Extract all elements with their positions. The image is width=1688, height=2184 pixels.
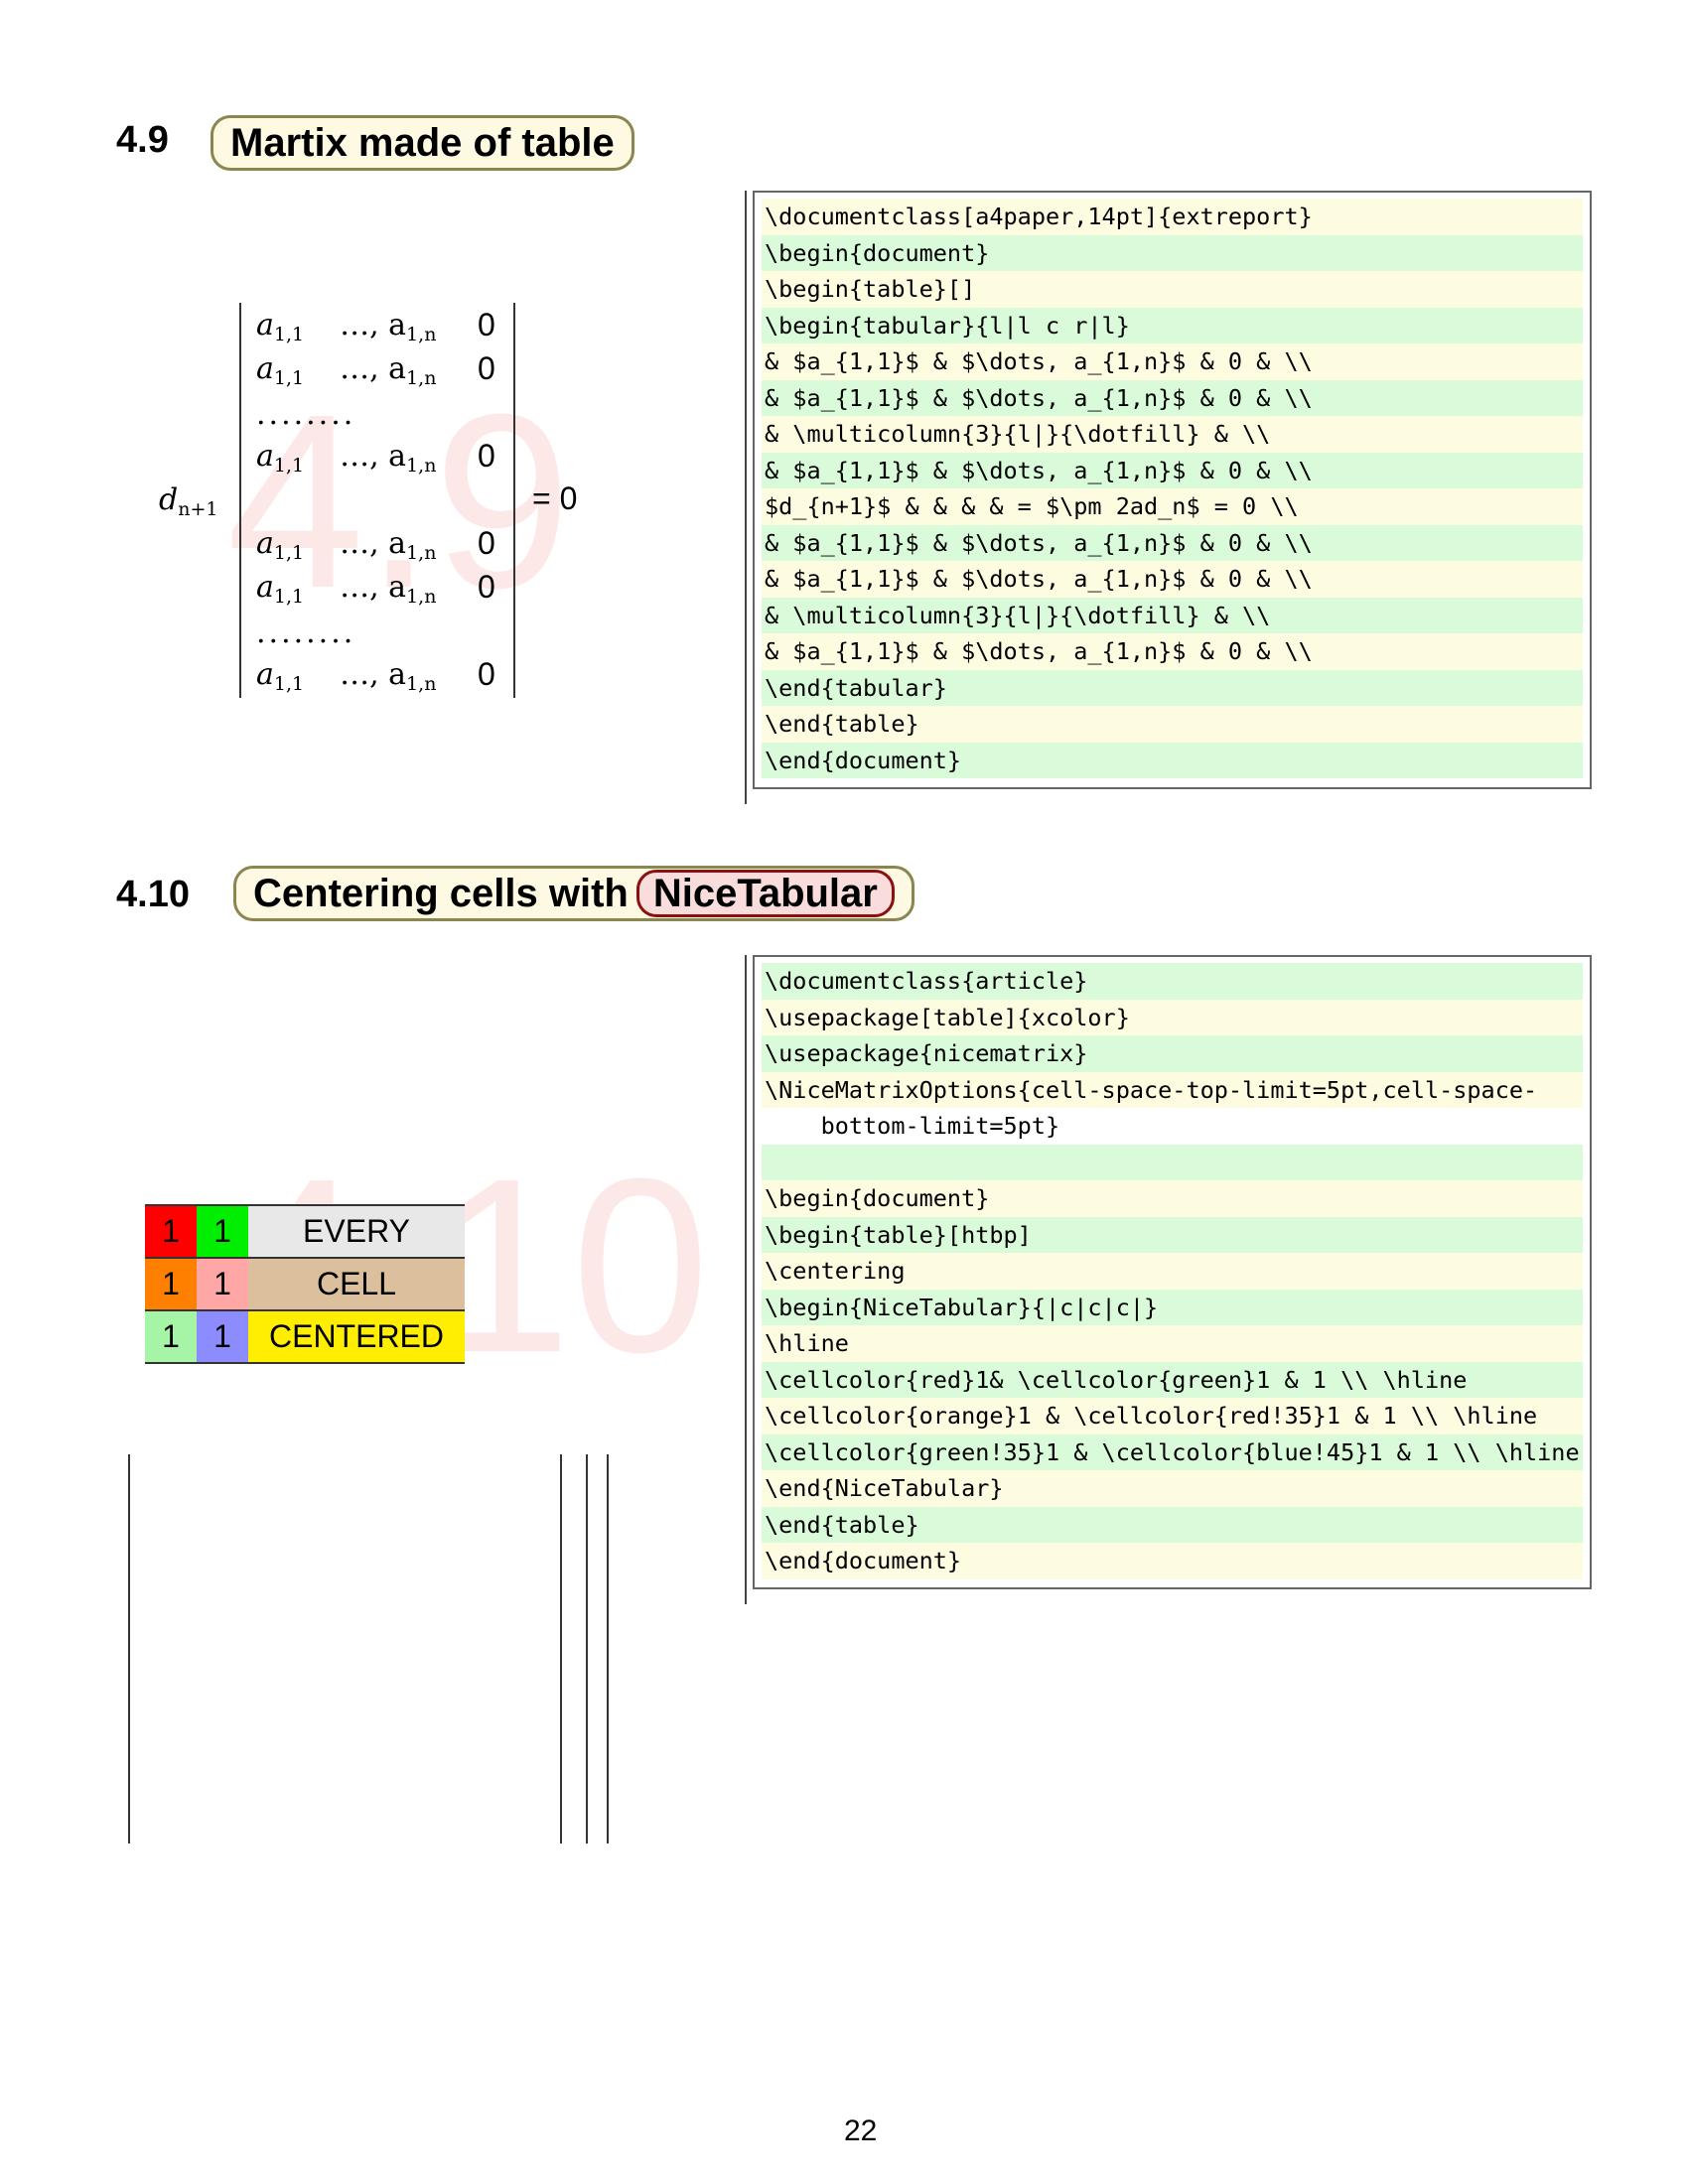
code-line: \begin{tabular}{l|l c r|l} (762, 307, 1583, 343)
code-line: \cellcolor{green!35}1 & \cellcolor{blue!… (762, 1433, 1583, 1470)
matrix-row: a1,1…, a1,n (256, 308, 437, 345)
code-block: \documentclass{article}\usepackage[table… (753, 955, 1592, 1589)
table-cell: CELL (248, 1257, 465, 1311)
code-line: \begin{NiceTabular}{|c|c|c|} (762, 1289, 1583, 1325)
code-line: & \multicolumn{3}{l|}{\dotfill} & \\ (762, 597, 1583, 633)
section-number: 4.9 (116, 119, 169, 161)
matrix-zero: 0 (478, 307, 495, 342)
code-line: & $a_{1,1}$ & $\dots, a_{1,n}$ & 0 & \\ (762, 452, 1583, 488)
code-line: \end{table} (762, 706, 1583, 743)
matrix-lhs: dn+1 (159, 482, 218, 520)
matrix-row: a1,1…, a1,n (256, 351, 437, 389)
code-block: \documentclass[a4paper,14pt]{extreport}\… (753, 191, 1592, 789)
code-line: \usepackage{nicematrix} (762, 1035, 1583, 1072)
table-rule (607, 1454, 609, 1843)
code-line: \end{document} (762, 1543, 1583, 1579)
matrix-dotfill: ........ (256, 397, 356, 432)
code-rule (745, 955, 747, 1604)
table-cell: 1 (197, 1257, 248, 1311)
matrix-zero: 0 (478, 350, 495, 386)
matrix-row: a1,1…, a1,n (256, 657, 437, 695)
table-cell: EVERY (248, 1204, 465, 1259)
code-line: & $a_{1,1}$ & $\dots, a_{1,n}$ & 0 & \\ (762, 633, 1583, 670)
matrix-dotfill: ........ (256, 615, 356, 650)
matrix-zero: 0 (478, 438, 495, 474)
code-line (762, 1144, 1583, 1180)
nicetabular-highlight: NiceTabular (635, 870, 895, 917)
code-line: \centering (762, 1253, 1583, 1290)
matrix-zero: 0 (478, 525, 495, 561)
code-line: \hline (762, 1325, 1583, 1362)
code-line: \NiceMatrixOptions{cell-space-top-limit=… (762, 1071, 1583, 1108)
code-line: \documentclass{article} (762, 963, 1583, 1000)
code-line: \usepackage[table]{xcolor} (762, 999, 1583, 1035)
code-line: \begin{document} (762, 1180, 1583, 1217)
table-cell: 1 (197, 1309, 248, 1364)
matrix-row: a1,1…, a1,n (256, 439, 437, 477)
table-rule (560, 1454, 562, 1843)
code-line: \end{tabular} (762, 669, 1583, 706)
code-line: bottom-limit=5pt} (762, 1108, 1583, 1145)
section-number: 4.10 (116, 874, 190, 915)
code-line: \end{table} (762, 1506, 1583, 1543)
code-line: & $a_{1,1}$ & $\dots, a_{1,n}$ & 0 & \\ (762, 343, 1583, 380)
matrix-rhs: = 0 (532, 480, 578, 516)
matrix-left-bar (239, 303, 241, 698)
matrix-zero: 0 (478, 656, 495, 692)
table-cell: 1 (145, 1257, 197, 1311)
table-cell: CENTERED (248, 1309, 465, 1364)
matrix-row: a1,1…, a1,n (256, 526, 437, 564)
table-rule (586, 1454, 588, 1843)
code-line: & $a_{1,1}$ & $\dots, a_{1,n}$ & 0 & \\ (762, 379, 1583, 416)
matrix-row: a1,1…, a1,n (256, 570, 437, 608)
section-title-text: Centering cells with (253, 872, 629, 915)
code-line: & $a_{1,1}$ & $\dots, a_{1,n}$ & 0 & \\ (762, 561, 1583, 598)
code-line: \end{document} (762, 742, 1583, 778)
section-title: Martix made of table (211, 115, 634, 171)
code-line: & $a_{1,1}$ & $\dots, a_{1,n}$ & 0 & \\ (762, 524, 1583, 561)
section-title-text: Martix made of table (230, 121, 615, 165)
table-cell: 1 (145, 1204, 197, 1259)
code-line: \cellcolor{red}1& \cellcolor{green}1 & 1… (762, 1361, 1583, 1398)
code-line: \end{NiceTabular} (762, 1470, 1583, 1507)
page-number: 22 (844, 2115, 878, 2147)
matrix-zero: 0 (478, 569, 495, 605)
code-line: \begin{document} (762, 234, 1583, 271)
table-cell: 1 (197, 1204, 248, 1259)
code-line: \cellcolor{orange}1 & \cellcolor{red!35}… (762, 1398, 1583, 1434)
code-line: \begin{table}[htbp] (762, 1216, 1583, 1253)
table-cell: 1 (145, 1309, 197, 1364)
code-rule (745, 191, 747, 804)
matrix-right-bar (513, 303, 515, 698)
code-line: & \multicolumn{3}{l|}{\dotfill} & \\ (762, 416, 1583, 453)
table-rule (128, 1454, 130, 1843)
code-line: $d_{n+1}$ & & & & = $\pm 2ad_n$ = 0 \\ (762, 488, 1583, 525)
code-line: \documentclass[a4paper,14pt]{extreport} (762, 199, 1583, 235)
code-line: \begin{table}[] (762, 271, 1583, 308)
